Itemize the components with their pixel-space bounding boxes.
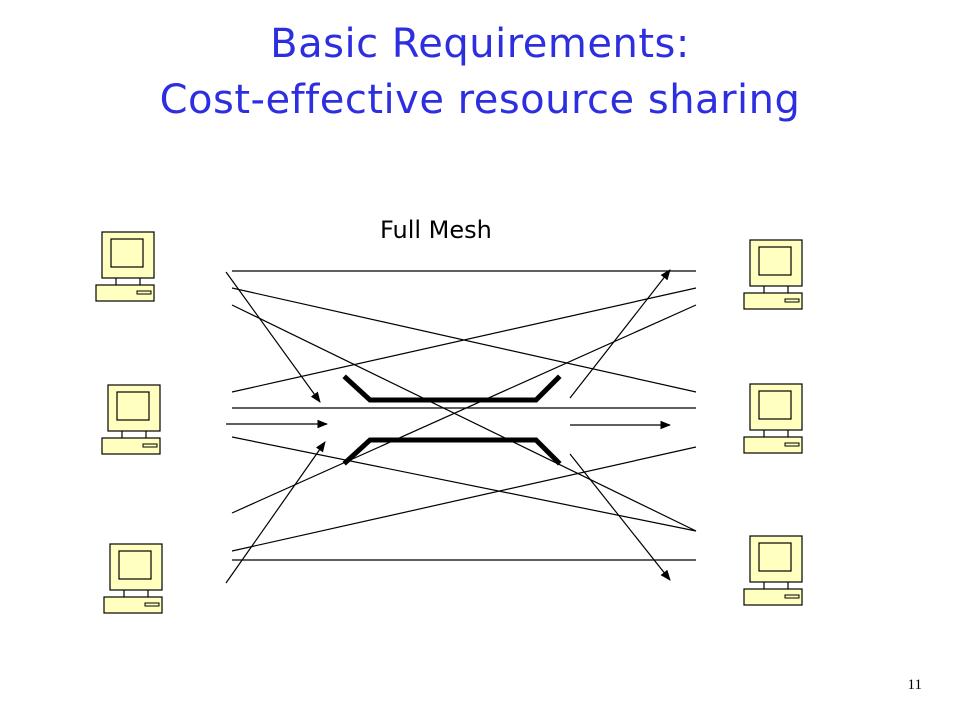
computer-left-3-icon bbox=[103, 543, 163, 614]
arrow bbox=[569, 269, 671, 399]
slide-title-line-2: Cost-effective resource sharing bbox=[159, 77, 801, 123]
mesh-link bbox=[231, 304, 697, 532]
arrow bbox=[225, 441, 326, 584]
page-number: 11 bbox=[907, 677, 922, 693]
mesh-link bbox=[231, 287, 697, 393]
diagram-label: Full Mesh bbox=[380, 216, 492, 244]
router-icon bbox=[342, 374, 562, 466]
computer-right-2-icon bbox=[743, 383, 803, 454]
arrow bbox=[569, 453, 671, 581]
mesh-link bbox=[231, 446, 697, 552]
mesh-link bbox=[231, 436, 697, 532]
arrow bbox=[225, 271, 321, 403]
mesh-link bbox=[231, 304, 697, 514]
computer-right-1-icon bbox=[743, 239, 803, 310]
computer-right-3-icon bbox=[743, 535, 803, 606]
slide-title-line-1: Basic Requirements: bbox=[270, 21, 690, 67]
computer-left-1-icon bbox=[95, 231, 155, 302]
computer-left-2-icon bbox=[101, 384, 161, 455]
